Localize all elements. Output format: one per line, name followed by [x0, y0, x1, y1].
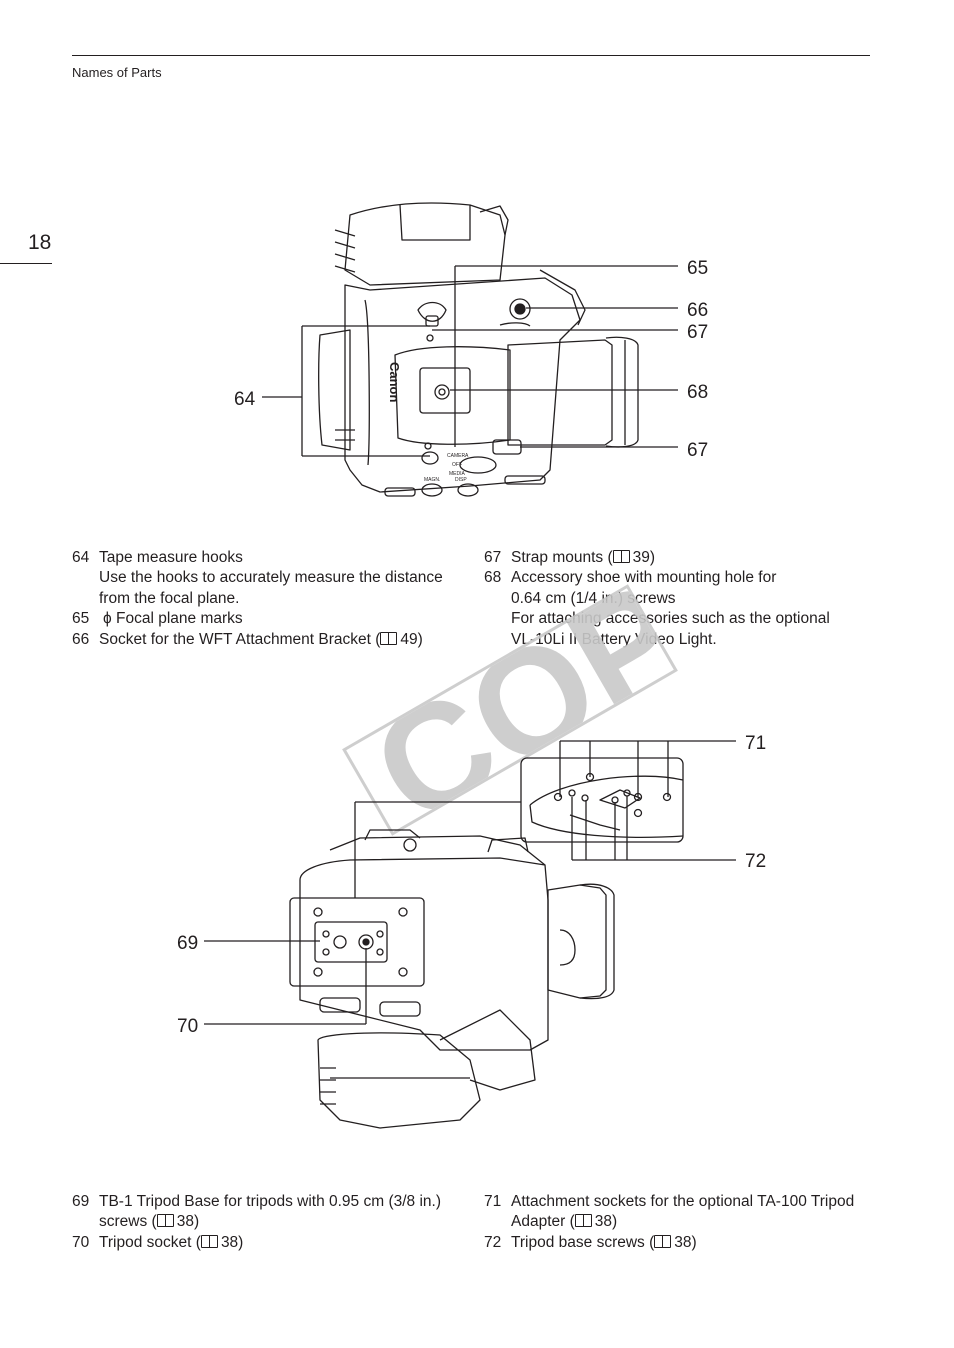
desc-item-65: 65 ϕ Focal plane marks: [72, 610, 243, 628]
descriptions-2-right: 71 Attachment sockets for the optional T…: [484, 1192, 884, 1253]
media-switch-label: MEDIA: [449, 471, 466, 477]
callout-70: 70: [177, 1016, 198, 1037]
descriptions-2-left: 69 TB-1 Tripod Base for tripods with 0.9…: [72, 1192, 472, 1253]
callout-71: 71: [745, 733, 766, 754]
book-icon: [380, 631, 398, 645]
off-switch-label: OFF: [452, 462, 462, 468]
page-number: 18: [28, 231, 52, 254]
callout-64: 64: [234, 389, 256, 410]
descriptions-1-left: 64 Tape measure hooks Use the hooks to a…: [72, 548, 472, 650]
desc-item-67: 67 Strap mounts (39): [484, 549, 656, 566]
desc-item-69: 69 TB-1 Tripod Base for tripods with 0.9…: [72, 1193, 441, 1231]
book-icon: [200, 1234, 218, 1248]
callout-72: 72: [745, 851, 766, 872]
callout-66: 66: [687, 300, 708, 321]
header-rule: [72, 55, 870, 56]
desc-item-64: 64 Tape measure hooks Use the hooks to a…: [72, 549, 443, 607]
desc-item-68: 68 Accessory shoe with mounting hole for…: [484, 569, 830, 648]
callout-67-top: 67: [687, 322, 708, 343]
disp-button-label: DISP: [455, 477, 467, 483]
descriptions-1-right: 67 Strap mounts (39) 68 Accessory shoe w…: [484, 548, 884, 650]
callout-67-bottom: 67: [687, 440, 708, 461]
desc-item-72: 72 Tripod base screws (38): [484, 1233, 697, 1251]
focal-plane-symbol: ϕ: [103, 610, 112, 628]
page-number-rule: [0, 263, 52, 264]
camera-top-view-illustration: 65 66 67 68 67 64 Canon CAMERA OFF MEDIA…: [234, 202, 708, 497]
desc-item-70: 70 Tripod socket (38): [72, 1233, 244, 1251]
camera-bottom-view-illustration: 71 72 69 70: [177, 733, 766, 1129]
desc-item-66: 66 Socket for the WFT Attachment Bracket…: [72, 630, 423, 648]
callout-65: 65: [687, 258, 708, 279]
callout-69: 69: [177, 933, 198, 954]
book-icon: [612, 550, 630, 563]
section-title: Names of Parts: [72, 65, 162, 80]
magn-button-label: MAGN.: [424, 477, 440, 483]
book-icon: [574, 1214, 592, 1228]
desc-item-71: 71 Attachment sockets for the optional T…: [484, 1193, 855, 1231]
book-icon: [654, 1234, 672, 1248]
book-icon: [156, 1214, 174, 1228]
callout-68: 68: [687, 382, 708, 403]
camera-brand-label: Canon: [387, 362, 402, 403]
camera-switch-label: CAMERA: [447, 453, 469, 459]
